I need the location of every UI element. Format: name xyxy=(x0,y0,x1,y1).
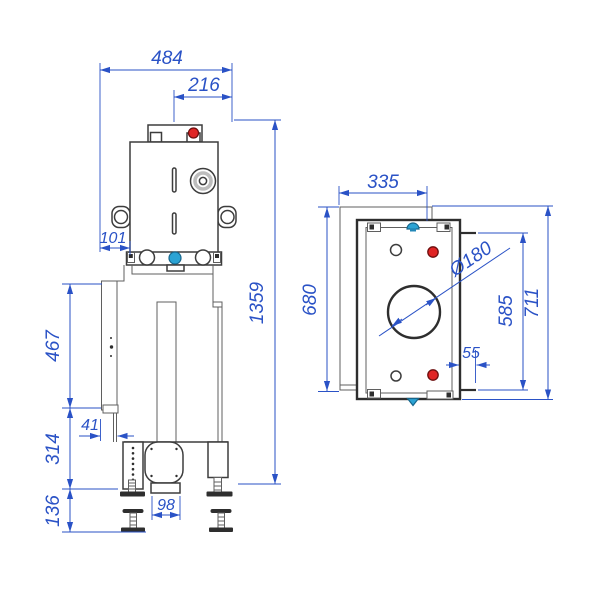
dim-overall-width: 484 xyxy=(99,48,233,252)
dim-rear-height: 585 xyxy=(478,232,528,391)
dim-panel-height: 467 xyxy=(43,283,102,408)
blue-marker-bottom xyxy=(406,397,420,407)
dim-base-height: 314 xyxy=(43,407,101,489)
hole-top xyxy=(389,243,403,257)
dim-label-41: 41 xyxy=(81,417,99,434)
vent-slot-upper xyxy=(171,167,177,193)
flue-collar xyxy=(147,124,203,143)
flue-outlet xyxy=(189,167,217,195)
front-view: 484 216 101 1359 467 314 xyxy=(43,48,281,533)
base-assembly xyxy=(120,441,233,497)
dim-label-101: 101 xyxy=(100,230,127,247)
dim-label-314: 314 xyxy=(43,433,64,465)
dim-overall-height: 1359 xyxy=(234,119,281,485)
body-front xyxy=(129,141,219,256)
hole-bottom xyxy=(390,370,402,382)
left-side-panel xyxy=(101,280,118,411)
dim-label-585: 585 xyxy=(496,295,517,327)
dim-label-484: 484 xyxy=(151,48,183,69)
dim-label-1359: 1359 xyxy=(247,281,268,324)
blue-indicator-front xyxy=(168,251,182,265)
dim-label-711: 711 xyxy=(522,288,543,318)
dim-foot-adjust: 136 xyxy=(43,488,146,533)
adjustable-foot-right xyxy=(209,509,233,532)
dim-label-335: 335 xyxy=(367,172,399,193)
corner-brackets xyxy=(367,222,454,400)
dim-duct-width: 98 xyxy=(151,496,181,520)
dim-label-98: 98 xyxy=(157,497,175,514)
dim-stub-offset: 55 xyxy=(446,345,490,383)
dim-label-467: 467 xyxy=(43,329,64,362)
red-valve-bottom xyxy=(427,369,439,381)
dim-label-136: 136 xyxy=(43,495,64,527)
dim-panel-offset: 41 xyxy=(79,417,134,441)
red-valve-top xyxy=(427,246,439,258)
right-support xyxy=(207,441,229,479)
dim-body-height: 680 xyxy=(300,206,339,392)
bottom-plate xyxy=(125,249,223,272)
blue-marker-top xyxy=(406,222,420,232)
dim-label-55: 55 xyxy=(462,345,480,362)
adjustable-foot-left xyxy=(121,509,145,532)
center-column xyxy=(156,301,177,443)
dim-depth: 335 xyxy=(338,172,428,221)
dim-flue-width: 216 xyxy=(173,75,232,122)
dim-total-height: 711 xyxy=(432,205,553,400)
side-view: 335 680 711 585 55 xyxy=(300,172,553,407)
pedestal xyxy=(101,265,223,443)
red-indicator-top xyxy=(187,127,200,139)
dim-label-680: 680 xyxy=(300,284,321,316)
vent-slot-lower xyxy=(171,212,177,235)
duct-outlet xyxy=(150,482,181,494)
dim-label-216: 216 xyxy=(187,75,220,96)
dim-left-offset: 101 xyxy=(100,230,131,255)
